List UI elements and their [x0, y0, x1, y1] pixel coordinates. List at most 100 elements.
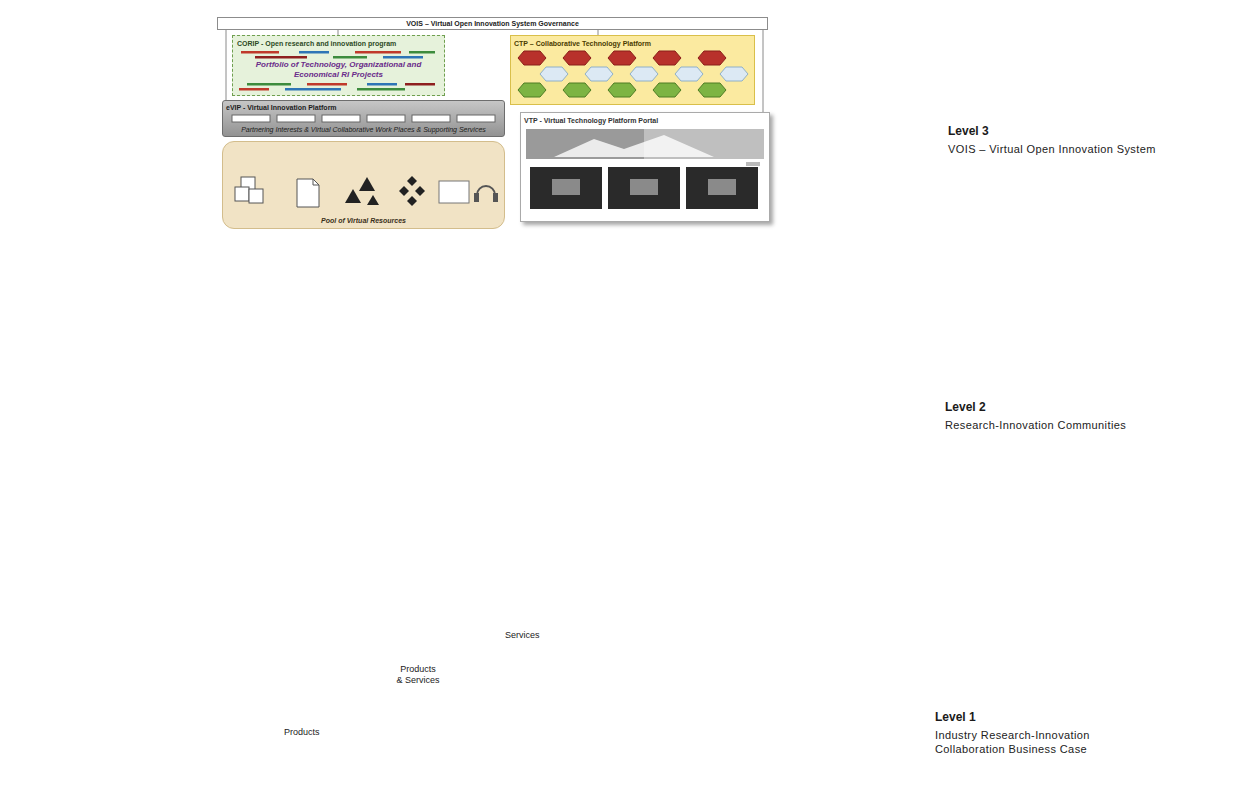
panel-outline	[50, 558, 940, 792]
process-chain	[585, 666, 645, 675]
web-page-icon	[55, 205, 111, 207]
people-network	[647, 745, 657, 755]
machine	[130, 662, 225, 720]
box-graphic	[227, 171, 500, 215]
globe-icon	[842, 578, 894, 616]
web-page-icon	[61, 226, 66, 229]
network-hub	[512, 517, 516, 521]
project-bar	[239, 88, 269, 91]
process-chain	[585, 630, 675, 639]
network-node	[234, 404, 240, 408]
web-page-icon	[91, 247, 111, 248]
web-page-icon	[69, 220, 87, 222]
machine	[130, 714, 225, 720]
community-sphere	[248, 388, 308, 412]
world-map	[62, 274, 902, 550]
level-subtitle: Research-Innovation Communities	[945, 418, 1245, 432]
portal-screens	[708, 179, 736, 195]
engine-sketch	[263, 663, 281, 681]
portal-page: VTP - Virtual Technology Platform Portal	[520, 112, 770, 222]
network-hub	[485, 517, 525, 553]
web-page-icon	[55, 198, 111, 242]
box-graphic	[237, 82, 440, 91]
platform-hexagon	[653, 51, 681, 65]
project-bar	[357, 88, 405, 91]
platform-hexagon	[698, 83, 726, 97]
panel-outline	[50, 558, 942, 792]
process-chain	[774, 650, 782, 657]
road	[690, 715, 812, 778]
vehicle	[740, 714, 747, 721]
machine	[174, 670, 218, 678]
laptop	[790, 736, 840, 762]
car	[292, 748, 328, 757]
level-panel: Level 1Industry Research-Innovation Coll…	[50, 558, 942, 792]
factory	[180, 572, 189, 610]
box-graphic	[514, 50, 753, 100]
web-page-icon	[69, 213, 91, 215]
vehicle	[735, 702, 814, 721]
resource-icons	[407, 176, 417, 186]
web-page-icon	[89, 241, 113, 242]
people-icon	[114, 433, 134, 494]
car	[262, 746, 345, 780]
process-chain	[652, 666, 700, 675]
web-page-icon	[89, 230, 113, 254]
level-title: Level 2	[945, 400, 1245, 415]
vehicle	[735, 702, 773, 716]
community-sphere	[618, 416, 683, 479]
program-box: CORIP - Open research and innovation pro…	[232, 35, 445, 96]
project-bar	[247, 83, 291, 86]
factory	[138, 620, 150, 628]
vehicle	[762, 714, 769, 721]
factory	[180, 578, 189, 582]
level-subtitle: Industry Research-Innovation Collaborati…	[935, 728, 1120, 756]
process-chain	[660, 612, 715, 621]
web-page-icon	[61, 219, 66, 222]
engine-sketch	[300, 670, 312, 682]
governance-bar: VOIS – Virtual Open Innovation System Go…	[217, 17, 768, 30]
network-lines	[480, 335, 650, 440]
level-title: Level 3	[948, 124, 1258, 139]
box-graphic	[237, 50, 440, 59]
resource-icons	[477, 186, 495, 195]
process-chain	[682, 630, 736, 639]
factory	[178, 620, 190, 628]
factory	[215, 572, 224, 610]
services-arrow	[300, 598, 582, 712]
network-node	[222, 400, 250, 416]
process-chain	[585, 612, 655, 621]
people-icon	[102, 451, 122, 512]
process-chain	[668, 592, 718, 602]
factory	[218, 620, 230, 628]
world-map	[250, 415, 345, 550]
machine	[130, 662, 225, 714]
process-chain	[722, 612, 758, 621]
people-network	[592, 748, 612, 760]
level-title: Level 1	[935, 710, 1120, 725]
platform-hexagon	[720, 67, 748, 81]
network-lines	[236, 335, 480, 408]
platform-hexagon	[518, 51, 546, 65]
services-arrow	[386, 664, 394, 672]
connector-line	[226, 30, 227, 100]
tractor	[282, 676, 314, 690]
platform-hexagon	[563, 51, 591, 65]
services-arrow	[300, 580, 616, 712]
car	[262, 746, 345, 774]
network-hub	[485, 533, 489, 537]
vehicle	[800, 704, 814, 714]
community-sphere	[446, 311, 513, 377]
network-hub	[512, 549, 516, 553]
project-bar	[285, 88, 341, 91]
world-map	[62, 280, 338, 410]
people-network	[615, 767, 625, 777]
vehicle	[782, 704, 796, 714]
resource-icons	[235, 187, 249, 201]
network-hub	[494, 517, 498, 521]
box-note: Partnering Interests & Virtual Collabora…	[226, 125, 501, 134]
factory	[180, 634, 198, 650]
network-hub	[505, 519, 514, 535]
community-sphere	[261, 407, 328, 473]
engine-sketch	[260, 590, 280, 610]
